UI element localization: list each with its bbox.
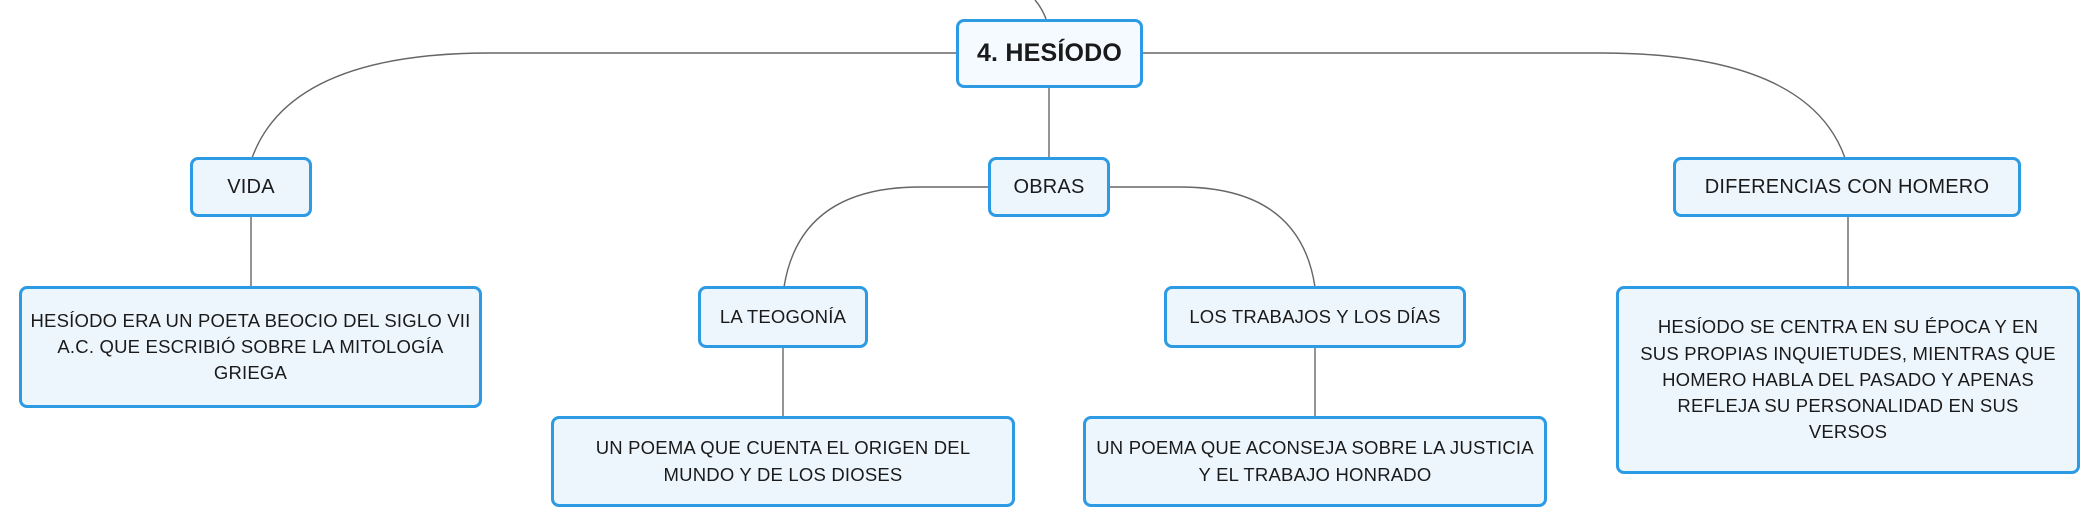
node-trabajos-detail[interactable]: UN POEMA QUE ACONSEJA SOBRE LA JUSTICIA … <box>1083 416 1547 507</box>
connector-obras-to-trabajos <box>1109 186 1316 288</box>
connector-root-to-diferencias <box>1143 52 1846 159</box>
node-diferencias-detail[interactable]: HESÍODO SE CENTRA EN SU ÉPOCA Y EN SUS P… <box>1616 286 2080 474</box>
connector-root-to-vida <box>251 52 956 159</box>
node-trabajos[interactable]: LOS TRABAJOS Y LOS DÍAS <box>1164 286 1466 348</box>
node-diferencias[interactable]: DIFERENCIAS CON HOMERO <box>1673 157 2021 217</box>
connector-obras-to-teogonia <box>783 186 989 288</box>
node-vida-detail[interactable]: HESÍODO ERA UN POETA BEOCIO DEL SIGLO VI… <box>19 286 482 408</box>
node-vida[interactable]: VIDA <box>190 157 312 217</box>
node-obras[interactable]: OBRAS <box>988 157 1110 217</box>
connector-parent-to-root <box>1034 0 1047 20</box>
node-teogonia-detail[interactable]: UN POEMA QUE CUENTA EL ORIGEN DEL MUNDO … <box>551 416 1015 507</box>
node-teogonia[interactable]: LA TEOGONÍA <box>698 286 868 348</box>
root-node[interactable]: 4. HESÍODO <box>956 19 1143 88</box>
